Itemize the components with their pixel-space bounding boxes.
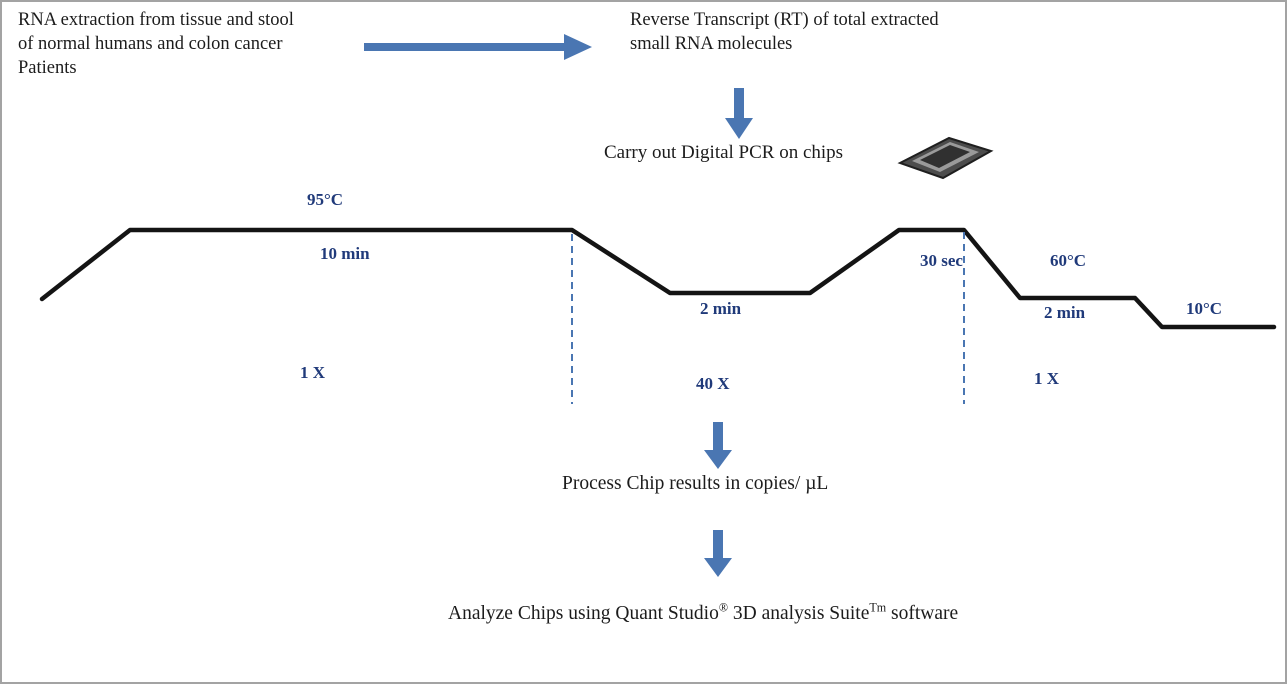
rna-extraction-line-3: Patients <box>18 58 77 78</box>
arrow-shaft <box>734 88 744 118</box>
arrow-process-to-analyze <box>704 530 732 577</box>
rna-extraction-text: RNA extraction from tissue and stool of … <box>18 8 294 80</box>
arrow-shaft <box>364 43 566 51</box>
reverse-transcript-text: Reverse Transcript (RT) of total extract… <box>630 8 939 56</box>
arrow-head <box>704 558 732 577</box>
arrow-head <box>704 450 732 469</box>
rna-extraction-line-2: of normal humans and colon cancer <box>18 34 283 54</box>
arrow-head <box>564 34 592 60</box>
process-chip-text: Process Chip results in copies/ µL <box>562 473 829 494</box>
arrow-rna-to-rt <box>364 34 592 60</box>
label-temp-10c: 10°C <box>1186 299 1223 318</box>
chip-screen <box>920 145 970 168</box>
reverse-transcript-line-1: Reverse Transcript (RT) of total extract… <box>630 10 939 30</box>
label-time-2min-a: 2 min <box>700 299 742 318</box>
label-temp-60c: 60°C <box>1050 251 1087 270</box>
arrow-shaft <box>713 530 723 558</box>
arrow-rt-to-pcr <box>725 88 753 139</box>
label-cycles-40x: 40 X <box>696 374 730 393</box>
arrow-shaft <box>713 422 723 450</box>
arrow-pcr-to-process <box>704 422 732 469</box>
arrow-head <box>725 118 753 139</box>
chip-icon <box>897 136 994 180</box>
label-cycles-1x-a: 1 X <box>300 363 326 382</box>
label-time-30sec: 30 sec <box>920 251 963 270</box>
reverse-transcript-line-2: small RNA molecules <box>630 34 793 54</box>
rna-extraction-line-1: RNA extraction from tissue and stool <box>18 10 294 30</box>
digital-pcr-text: Carry out Digital PCR on chips <box>604 142 844 163</box>
analyze-part-3: software <box>886 603 959 624</box>
registered-trademark-symbol: ® <box>718 600 729 615</box>
label-temp-95c: 95°C <box>307 190 344 209</box>
analyze-part-2: 3D analysis Suite <box>728 603 870 624</box>
trademark-symbol: Tm <box>869 600 887 615</box>
thermal-profile-line <box>39 227 1277 330</box>
label-time-10min: 10 min <box>320 244 370 263</box>
analyze-part-1: Analyze Chips using Quant Studio <box>448 603 719 624</box>
label-cycles-1x-b: 1 X <box>1034 369 1060 388</box>
analyze-text: Analyze Chips using Quant Studio® 3D ana… <box>448 600 959 626</box>
label-time-2min-b: 2 min <box>1044 303 1086 322</box>
